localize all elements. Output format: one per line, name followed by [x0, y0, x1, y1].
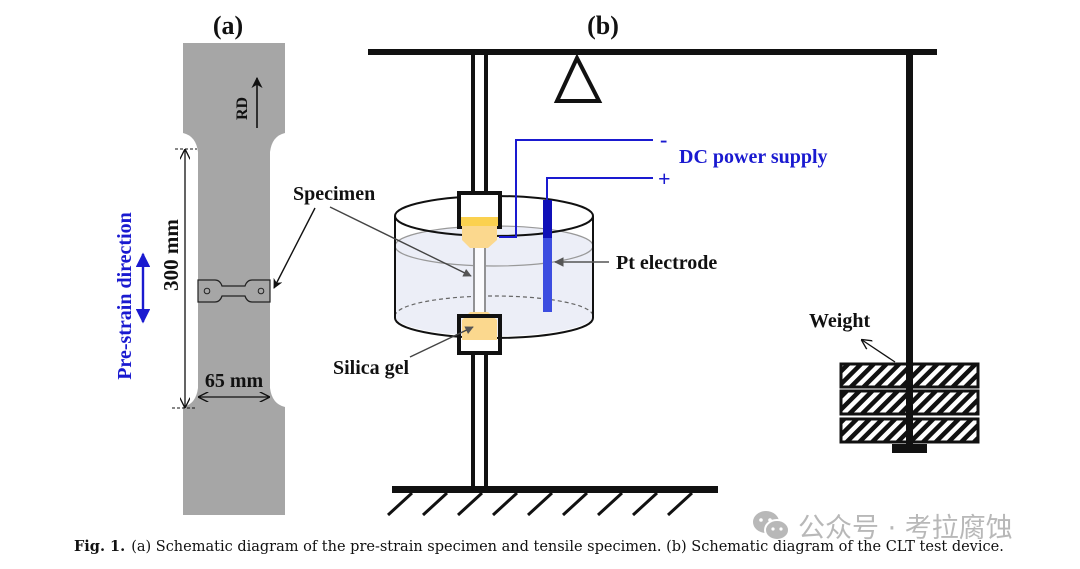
silica-gel-pointer — [409, 326, 474, 358]
panel-a: (a) RD 300 mm 65 mm Pre-strain direction — [114, 11, 285, 515]
ground-hatch-line — [421, 491, 449, 517]
weight-hanger-rod — [906, 55, 913, 448]
ground-hatch-line — [456, 491, 484, 517]
ground-hatch-line — [386, 491, 414, 517]
ground-hatch-line — [596, 491, 624, 517]
dc-power-supply-label: DC power supply — [679, 146, 828, 168]
ground-hatch-line — [631, 491, 659, 517]
positive-wire — [546, 177, 653, 200]
tensile-specimen — [473, 248, 486, 312]
ground-hatch-line — [561, 491, 589, 517]
negative-wire — [499, 139, 653, 238]
caption-text: (a) Schematic diagram of the pre-strain … — [131, 539, 1004, 555]
watermark-text: 公众号 · 考拉腐蚀 — [798, 513, 1013, 544]
specimen-hole-left — [203, 287, 211, 295]
lower-pull-rod — [471, 353, 488, 487]
silica-gel-label: Silica gel — [333, 357, 410, 379]
panel-a-label: (a) — [213, 11, 243, 40]
fulcrum-triangle — [553, 53, 603, 103]
lower-grip — [457, 312, 502, 355]
length-label: 300 mm — [159, 219, 183, 291]
figure-caption: Fig. 1. (a) Schematic diagram of the pre-… — [74, 538, 1004, 555]
pt-electrode-label: Pt electrode — [616, 252, 717, 274]
specimen-label: Specimen — [293, 183, 375, 205]
pt-electrode-upper — [543, 200, 552, 238]
pt-electrode — [543, 238, 552, 312]
weight-stack — [839, 360, 980, 453]
prestrain-direction-label: Pre-strain direction — [114, 212, 136, 380]
ground-hatch-line — [666, 491, 694, 517]
rd-label: RD — [234, 97, 251, 120]
plus-terminal: + — [658, 166, 671, 191]
figure-number: Fig. 1. — [74, 538, 126, 555]
specimen-pointer-a — [273, 207, 316, 289]
wechat-icon — [752, 509, 790, 543]
ground — [386, 486, 718, 517]
weight-pointer — [862, 340, 896, 363]
panel-b-label: (b) — [587, 11, 619, 40]
weight-label: Weight — [809, 310, 870, 332]
beaker-bottom-back — [394, 295, 594, 317]
ground-hatch-line — [491, 491, 519, 517]
upper-pull-rod — [471, 55, 488, 193]
minus-terminal: - — [660, 127, 667, 152]
weight-base — [892, 444, 927, 453]
upper-grip — [457, 191, 502, 248]
specimen-hole-right — [257, 287, 265, 295]
specimen-pointer-b — [329, 206, 472, 277]
lever-beam — [368, 49, 937, 55]
panel-b: (b) — [273, 11, 980, 517]
watermark: 公众号 · 考拉腐蚀 — [752, 506, 1013, 545]
ground-hatch-line — [526, 491, 554, 517]
tensile-specimen-small — [197, 279, 271, 303]
width-label: 65 mm — [205, 370, 264, 392]
